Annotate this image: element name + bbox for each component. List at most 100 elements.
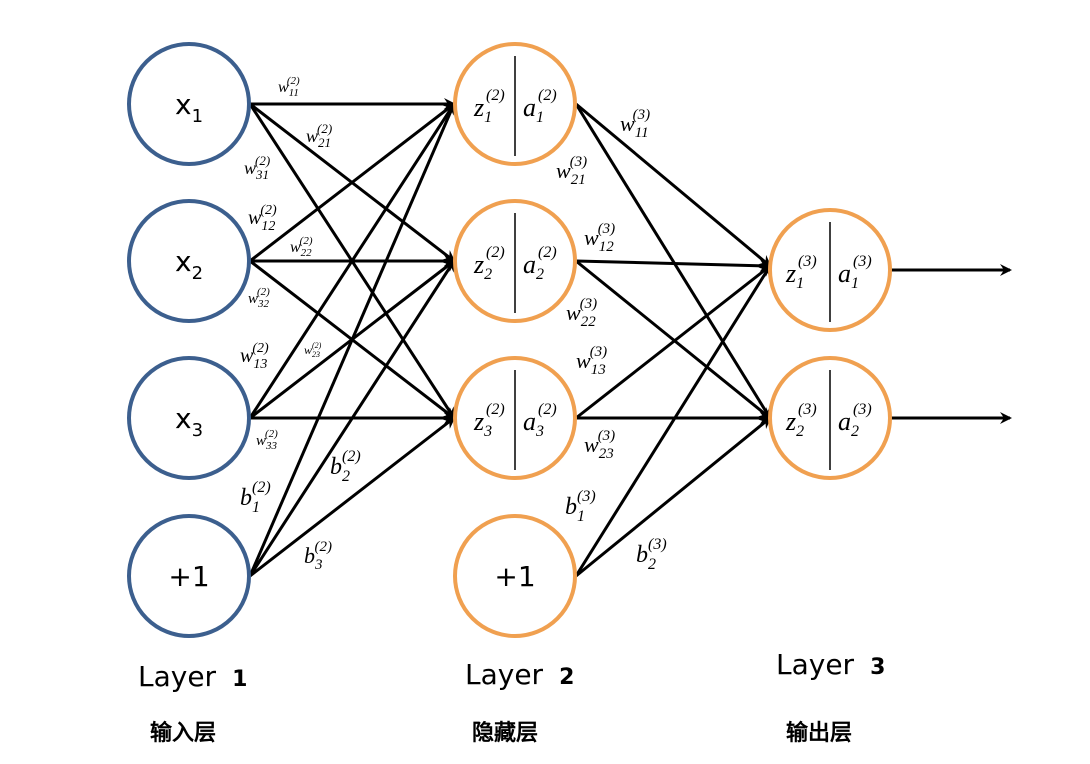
weight-labels-layer3: w11(3) w21(3) w12(3) w22(3) w13(3) w23(3… (556, 107, 650, 462)
svg-text:a3: a3 (523, 407, 544, 440)
weight-label-w21-2: w21(2) (306, 121, 332, 150)
hidden-node-3-asub: 3 (535, 423, 544, 440)
edge-l2-2-to-l3-1 (575, 259, 772, 272)
output-node-2-a: a (838, 407, 851, 436)
output-node-1-zsup: (3) (798, 253, 817, 270)
weight-label-w23-3: w23(3) (584, 428, 615, 462)
edges (248, 98, 1012, 578)
weight-label-w11-2: w11(2) (278, 75, 300, 99)
hidden-node-2-zsub: 2 (484, 266, 492, 283)
bias-labels-layer2: b1(2) b2(2) b3(2) (240, 448, 361, 573)
edge-l1-2-to-l2-1 (249, 102, 456, 263)
weight-label-w13-2: w13(2) (240, 341, 269, 372)
layer-label-3: Layer 3 输出层 (776, 648, 885, 746)
layer-label-1: Layer 1 输入层 (138, 660, 247, 746)
hidden-node-1-a: a (523, 93, 536, 122)
hidden-node-3-z: z (473, 407, 484, 436)
weight-label-w32-2: w32(2) (248, 286, 270, 310)
input-node-3-sub: 3 (192, 420, 203, 441)
edge-l2-4-to-l3-1 (574, 264, 772, 577)
layer-1-word: Layer (138, 660, 217, 693)
output-node-1-asub: 1 (851, 275, 859, 292)
input-node-3-label: x (175, 402, 192, 435)
weight-label-w12-2: w12(2) (248, 203, 277, 234)
weight-label-w11-3: w11(3) (620, 107, 650, 141)
svg-text:x1: x1 (175, 88, 203, 127)
hidden-node-3-asup: (2) (538, 401, 557, 418)
svg-text:a2: a2 (523, 250, 544, 283)
hidden-node-1: z1 (2) a1 (2) (453, 42, 577, 166)
hidden-node-1-zsup: (2) (486, 87, 505, 104)
edge-l2-2-to-l3-2 (575, 259, 772, 420)
output-node-1-asup: (3) (853, 253, 872, 270)
hidden-node-2-a: a (523, 250, 536, 279)
edge-l2-4-to-l3-2 (575, 416, 772, 578)
layer-3-word: Layer (776, 648, 855, 681)
bias-labels-layer3: b1(3) b2(3) (565, 488, 667, 573)
svg-text:z1: z1 (785, 259, 804, 292)
layer-2-num: 2 (559, 665, 574, 690)
layer-2-word: Layer (465, 658, 544, 691)
weight-label-w23-2: w23(2) (304, 341, 322, 359)
layer-3-num: 3 (870, 655, 885, 680)
input-node-3: x3 (127, 356, 251, 480)
hidden-node-2-asub: 2 (536, 266, 544, 283)
layer-3-cn: 输出层 (786, 720, 852, 746)
layer-label-2: Layer 2 隐藏层 (465, 658, 574, 746)
output-node-2-asub: 2 (851, 423, 859, 440)
bias-label-b1-2: b1(2) (240, 479, 271, 516)
input-node-2: x2 (127, 199, 251, 323)
svg-text:a1: a1 (523, 93, 544, 126)
hidden-node-2-z: z (473, 250, 484, 279)
output-node-1: z1 (3) a1 (3) (768, 208, 892, 332)
weight-label-w12-3: w12(3) (584, 221, 615, 255)
hidden-node-2-asup: (2) (538, 244, 557, 261)
edge-l1-4-to-l2-1 (248, 102, 456, 577)
hidden-node-1-asub: 1 (536, 109, 544, 126)
output-node-2-asup: (3) (853, 401, 872, 418)
hidden-node-1-zsub: 1 (484, 109, 492, 126)
output-node-2: z2 (3) a2 (3) (768, 356, 892, 480)
hidden-node-1-asup: (2) (538, 87, 557, 104)
layer-1-num: 1 (232, 667, 247, 692)
svg-text:z1: z1 (473, 93, 492, 126)
output-node-2-z: z (785, 407, 796, 436)
edge-l2-1-to-l3-2 (574, 103, 772, 420)
weight-label-w33-2: w33(2) (256, 428, 278, 452)
hidden-node-3: z3 (2) a3 (2) (453, 356, 577, 480)
svg-text:a1: a1 (838, 259, 859, 292)
input-node-1-label: x (175, 88, 192, 121)
output-node-1-a: a (838, 259, 851, 288)
hidden-node-3-zsup: (2) (486, 401, 505, 418)
svg-text:x3: x3 (175, 402, 203, 441)
svg-text:a2: a2 (838, 407, 859, 440)
layer-1-cn: 输入层 (150, 720, 216, 746)
hidden-bias-node: +1 (453, 514, 577, 638)
edge-l1-3-to-l2-1 (248, 102, 456, 419)
edge-l1-4-to-l2-3 (249, 416, 456, 578)
edge-l2-3-to-l3-1 (575, 264, 772, 420)
input-bias-node: +1 (127, 514, 251, 638)
output-node-2-zsub: 2 (796, 423, 804, 440)
edge-l2-1-to-l3-1 (575, 102, 772, 268)
bias-label-b2-3: b2(3) (636, 536, 667, 573)
input-node-1: x1 (127, 42, 251, 166)
input-bias-label: +1 (168, 560, 209, 593)
svg-text:z3: z3 (473, 407, 492, 440)
bias-label-b1-3: b1(3) (565, 488, 596, 525)
layer-2-cn: 隐藏层 (472, 721, 538, 746)
weight-label-w13-3: w13(3) (576, 344, 607, 378)
hidden-bias-label: +1 (494, 560, 535, 593)
edge-l1-4-to-l2-2 (248, 259, 456, 577)
input-node-1-sub: 1 (192, 106, 203, 127)
bias-label-b3-2: b3(2) (304, 539, 332, 573)
weight-labels-layer2: w11(2) w21(2) w31(2) w12(2) w22(2) w32(2… (240, 75, 332, 452)
input-node-2-sub: 2 (192, 263, 203, 284)
weight-label-w31-2: w31(2) (244, 153, 270, 182)
svg-text:z2: z2 (473, 250, 492, 283)
hidden-node-3-zsub: 3 (483, 423, 492, 440)
svg-text:x2: x2 (175, 245, 203, 284)
